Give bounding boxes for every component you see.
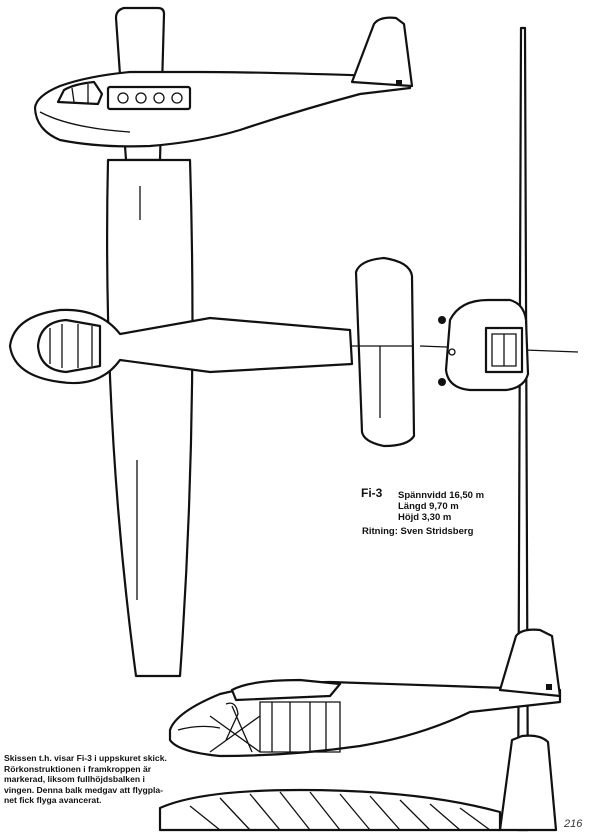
- caption-line: vingen. Denna balk medgav att flygpla-: [4, 784, 164, 795]
- page-corner-mark: 216: [564, 818, 583, 830]
- cutaway-view: [158, 628, 562, 832]
- caption-line: Skissen t.h. visar Fi-3 i uppskuret skic…: [4, 753, 167, 763]
- cutaway-caption: Skissen t.h. visar Fi-3 i uppskuret skic…: [4, 753, 174, 806]
- spec-height: Höjd 3,30 m: [398, 512, 452, 523]
- front-view: [419, 26, 579, 832]
- top-view: [8, 158, 416, 678]
- caption-line: net fick flyga avancerat.: [4, 795, 102, 806]
- caption-line: Rörkonstruktionen i framkroppen är: [4, 763, 152, 774]
- specifications-block: Spännvidd 16,50 m Längd 9,70 m Höjd 3,30…: [398, 490, 484, 523]
- caption-line: markerad, liksom fullhöjdsbalken i: [4, 774, 145, 785]
- spec-length: Längd 9,70 m: [398, 501, 459, 512]
- side-view: [33, 6, 414, 162]
- aircraft-model-label: Fi-3: [361, 486, 383, 500]
- spec-wingspan: Spännvidd 16,50 m: [398, 490, 485, 501]
- drawing-credit: Ritning: Sven Stridsberg: [362, 526, 474, 537]
